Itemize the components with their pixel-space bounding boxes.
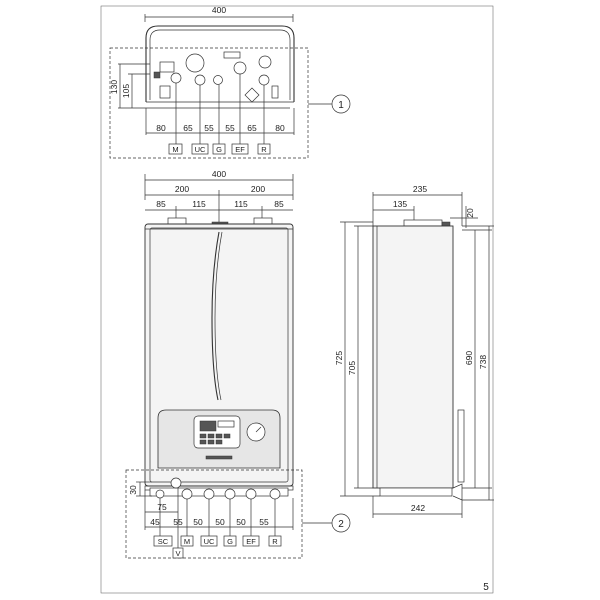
side-flue-depth-dim: 135 — [393, 199, 407, 209]
front-half-right: 200 — [251, 184, 265, 194]
front-conn-g: G — [227, 537, 233, 546]
top-spacing-6: 80 — [275, 123, 285, 133]
callout-1 — [331, 94, 351, 114]
callout-1-label: 1 — [338, 100, 344, 111]
detail-box-2 — [125, 469, 303, 559]
front-conn-sc: SC — [158, 537, 169, 546]
side-height-b-dim: 738 — [478, 355, 488, 369]
side-top-offset-dim: 20 — [465, 208, 475, 218]
top-spacing-3: 55 — [204, 123, 214, 133]
page-frame — [100, 5, 494, 594]
top-spacing-5: 65 — [247, 123, 257, 133]
front-height-outer: 725 — [334, 351, 344, 365]
top-conn-uc: UC — [195, 145, 206, 154]
side-boiler-body — [372, 225, 454, 489]
front-view: 400 200 200 85 115 115 85 — [125, 169, 351, 559]
top-spacing-4: 55 — [225, 123, 235, 133]
callout-2-label: 2 — [338, 519, 344, 530]
top-height-inner: 105 — [121, 84, 131, 98]
front-flue-offset-2: 115 — [192, 199, 206, 209]
front-conn-r: R — [272, 537, 278, 546]
top-conn-ef: EF — [235, 145, 245, 154]
front-spacing-1: 45 — [150, 517, 160, 527]
side-depth-dim: 235 — [413, 184, 427, 194]
top-width-dim: 400 — [212, 5, 226, 15]
detail-box-1 — [109, 47, 309, 159]
front-conn-m: M — [184, 537, 190, 546]
front-conn-v: V — [175, 549, 180, 558]
front-flue-offset-4: 85 — [274, 199, 284, 209]
side-bottom-depth-dim: 242 — [411, 503, 425, 513]
front-spacing-3: 50 — [193, 517, 203, 527]
front-half-left: 200 — [175, 184, 189, 194]
side-height-a-dim: 690 — [464, 351, 474, 365]
pressure-gauge — [246, 422, 266, 442]
side-view: 235 135 20 725 705 690 73 — [334, 184, 494, 518]
front-sc-offset: 75 — [157, 502, 167, 512]
top-height-outer: 130 — [109, 80, 119, 94]
top-spacing-1: 80 — [156, 123, 166, 133]
front-height-inner: 705 — [347, 361, 357, 375]
front-spacing-6: 55 — [259, 517, 269, 527]
front-spacing-4: 50 — [215, 517, 225, 527]
front-conn-ef: EF — [246, 537, 256, 546]
front-flue-offset-1: 85 — [156, 199, 166, 209]
front-spacing-5: 50 — [236, 517, 246, 527]
top-view: 400 80 65 55 55 65 — [109, 5, 351, 159]
page-number: 5 — [483, 582, 489, 593]
top-conn-r: R — [261, 145, 267, 154]
front-flue-offset-3: 115 — [234, 199, 248, 209]
front-bottom-offset: 30 — [128, 485, 138, 495]
top-spacing-2: 65 — [183, 123, 193, 133]
top-conn-m: M — [172, 145, 178, 154]
front-spacing-2: 55 — [173, 517, 183, 527]
front-width-dim: 400 — [212, 169, 226, 179]
front-conn-uc: UC — [204, 537, 215, 546]
top-conn-g: G — [216, 145, 222, 154]
callout-2 — [331, 513, 351, 533]
